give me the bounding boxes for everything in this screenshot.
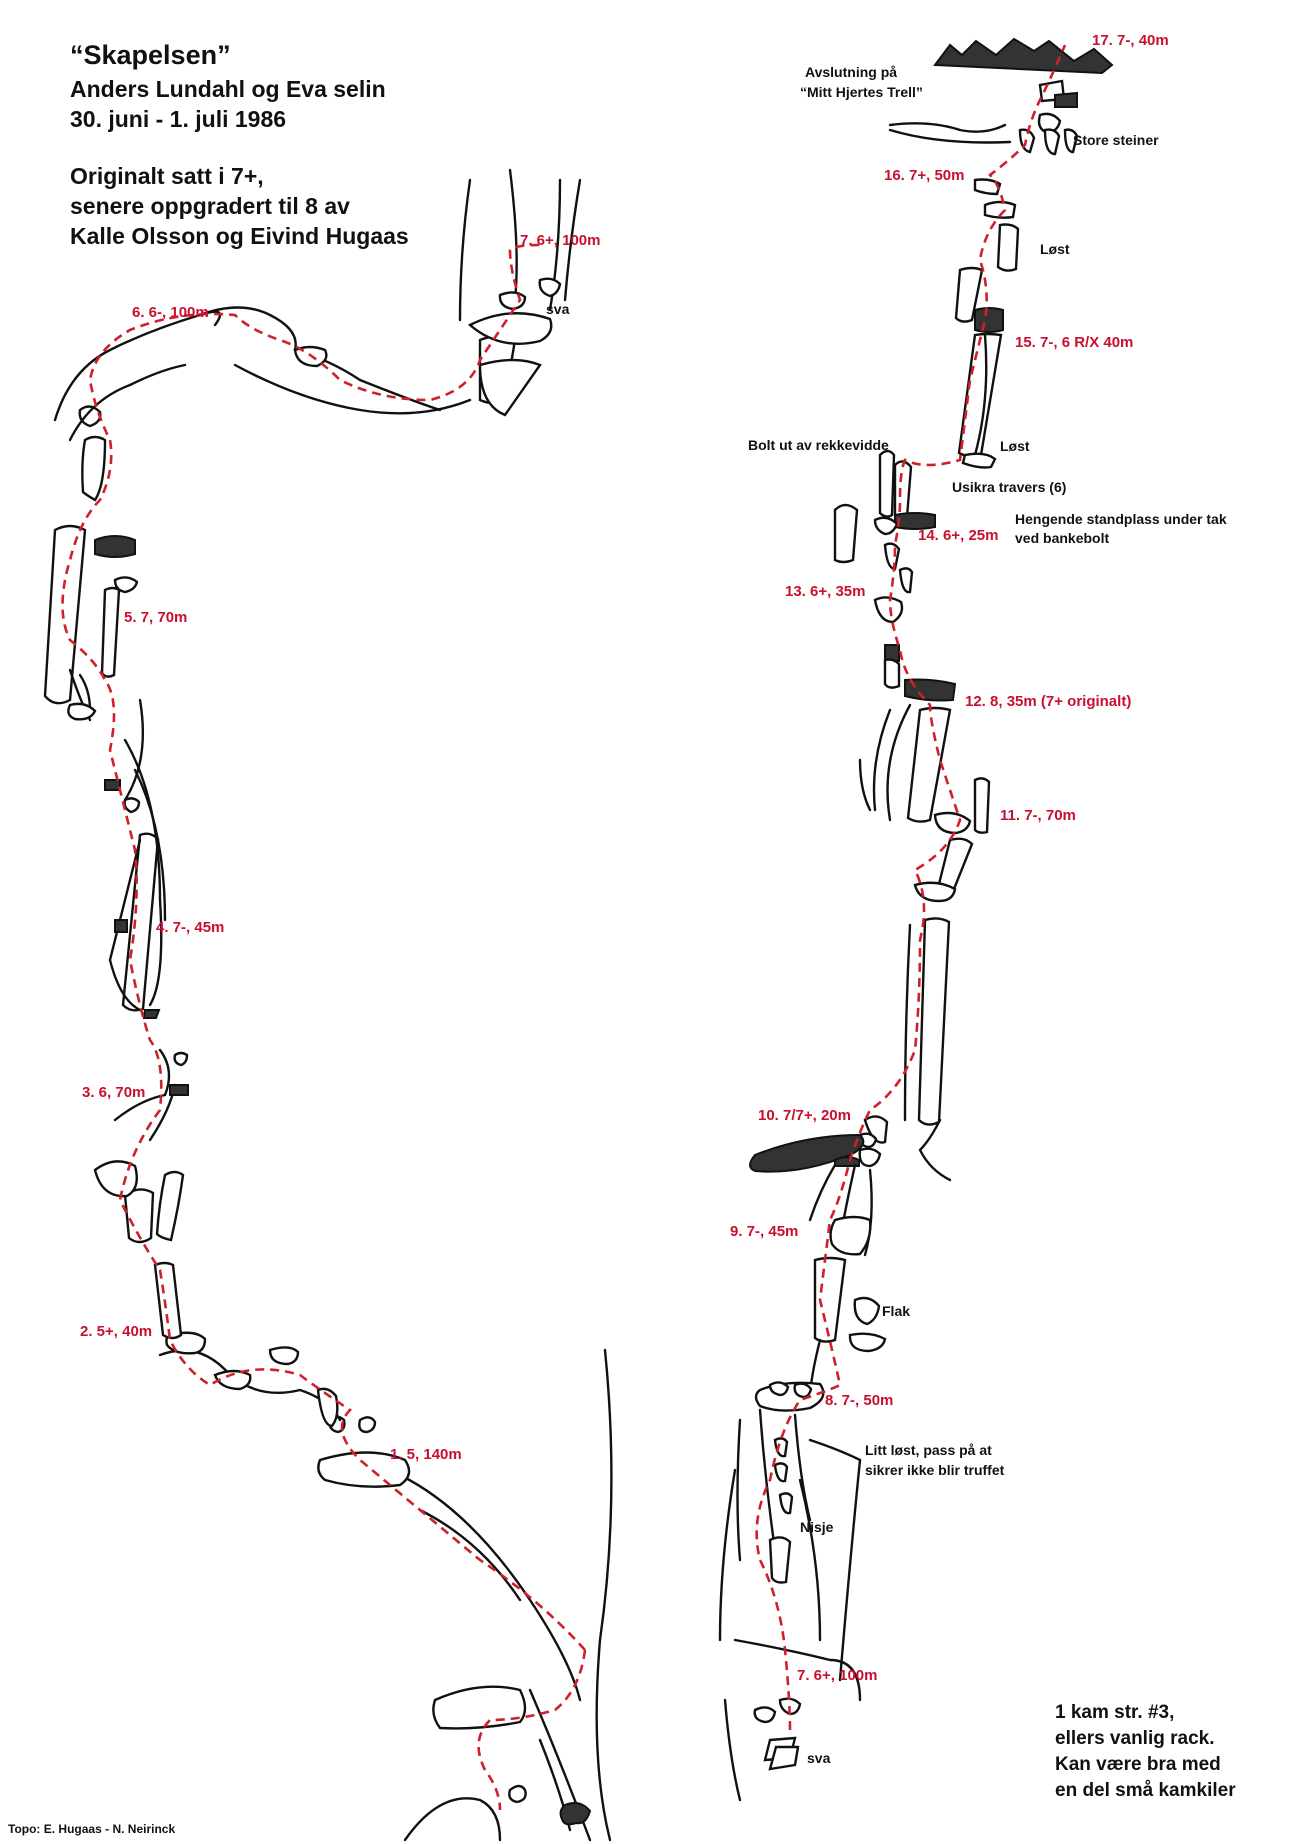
left-rock-features [43,168,613,1842]
pitch-1-label: 1. 5, 140m [390,1446,462,1463]
rack-line-1: 1 kam str. #3, [1055,1702,1175,1723]
note-usikra: Usikra travers (6) [952,479,1066,495]
pitch-2-label: 2. 5+, 40m [80,1323,152,1340]
note-sva-right: sva [807,1750,831,1766]
pitch-5-label: 5. 7, 70m [124,609,187,626]
route-notes: sva sva Avslutning på “Mitt Hjertes Trel… [546,64,1227,1766]
pitch-13-label: 13. 6+, 35m [785,583,865,600]
pitch-16-label: 16. 7+, 50m [884,167,964,184]
note-lost-upper: Løst [1040,241,1070,257]
note-bolt: Bolt ut av rekkevidde [748,437,889,453]
topo-title: “Skapelsen” [70,40,231,70]
pitch-17-label: 17. 7-, 40m [1092,32,1169,49]
pitch-9-label: 9. 7-, 45m [730,1223,798,1240]
left-route-line [61,243,587,1811]
pitch-8-label: 8. 7-, 50m [825,1392,893,1409]
note-flak: Flak [882,1303,910,1319]
first-ascent-date: 30. juni - 1. juli 1986 [70,106,287,132]
right-rock-features [718,37,1114,1802]
grade-note-2: senere oppgradert til 8 av [70,193,350,219]
note-avslutning-2: “Mitt Hjertes Trell” [800,84,923,100]
rack-line-3: Kan være bra med [1055,1754,1221,1775]
pitch-4-label: 4. 7-, 45m [156,919,224,936]
note-store-steiner: Store steiner [1073,132,1159,148]
pitch-7-label-left: 7. 6+, 100m [520,232,600,249]
pitch-11-label: 11. 7-, 70m [1000,807,1076,824]
pitch-10-label: 10. 7/7+, 20m [758,1107,851,1124]
grade-note-1: Originalt satt i 7+, [70,163,264,189]
right-route-line [755,44,1067,1731]
note-avslutning-1: Avslutning på [805,64,897,80]
pitch-6-label: 6. 6-, 100m [132,304,209,321]
note-hengende-2: ved bankebolt [1015,530,1109,546]
pitch-3-label: 3. 6, 70m [82,1084,145,1101]
rack-note: 1 kam str. #3, ellers vanlig rack. Kan v… [1055,1700,1236,1804]
topo-credit: Topo: E. Hugaas - N. Neirinck [8,1822,176,1836]
pitch-15-label: 15. 7-, 6 R/X 40m [1015,334,1133,351]
rack-line-2: ellers vanlig rack. [1055,1728,1215,1749]
note-litt-2: sikrer ikke blir truffet [865,1462,1005,1478]
pitch-14-label: 14. 6+, 25m [918,527,998,544]
note-sva-left: sva [546,301,570,317]
rack-line-4: en del små kamkiler [1055,1780,1236,1801]
grade-note-3: Kalle Olsson og Eivind Hugaas [70,223,409,249]
note-lost-lower: Løst [1000,438,1030,454]
note-nisje: Nisje [800,1519,834,1535]
authors: Anders Lundahl og Eva selin [70,76,386,102]
note-litt-1: Litt løst, pass på at [865,1442,992,1458]
note-hengende-1: Hengende standplass under tak [1015,511,1227,527]
pitch-12-label: 12. 8, 35m (7+ originalt) [965,693,1131,710]
pitch-labels: 1. 5, 140m 2. 5+, 40m 3. 6, 70m 4. 7-, 4… [80,32,1169,1684]
pitch-7-label-right: 7. 6+, 100m [797,1667,877,1684]
